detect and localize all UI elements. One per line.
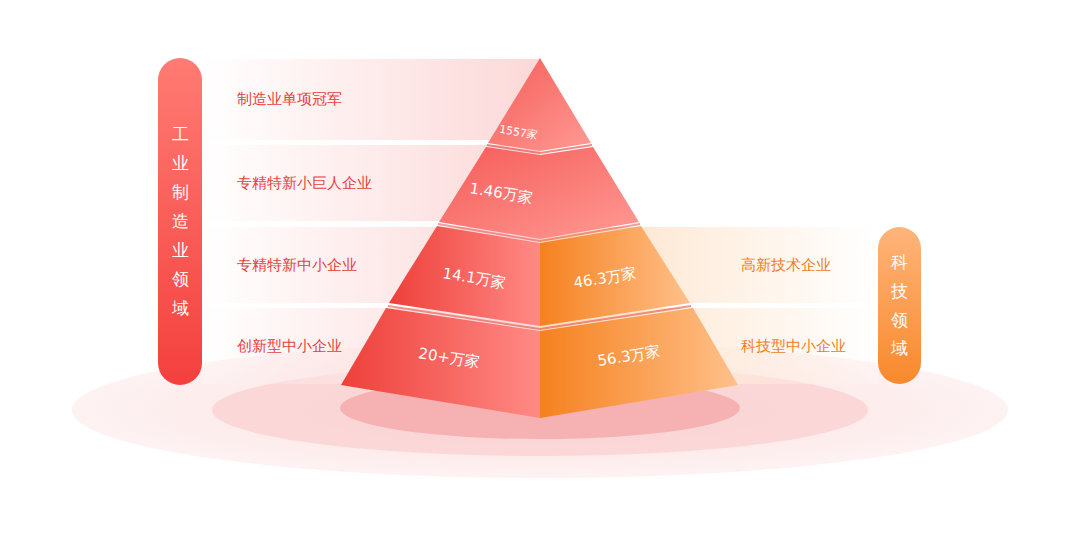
category-label: 制造业单项冠军	[237, 90, 342, 109]
tier-gap	[388, 306, 691, 329]
domain-bar: 工业制造业领域	[158, 58, 202, 385]
domain-label: 科技领域	[891, 248, 908, 364]
domain-bar: 科技领域	[878, 227, 921, 384]
category-label: 高新技术企业	[741, 256, 831, 275]
category-label: 创新型中小企业	[237, 337, 342, 356]
tier-gap	[438, 224, 640, 241]
category-label: 专精特新小巨人企业	[237, 174, 372, 193]
category-label: 专精特新中小企业	[237, 256, 357, 275]
category-label: 科技型中小企业	[741, 337, 846, 356]
category-band: 制造业单项冠军	[202, 59, 540, 140]
domain-label: 工业制造业领域	[172, 120, 189, 322]
